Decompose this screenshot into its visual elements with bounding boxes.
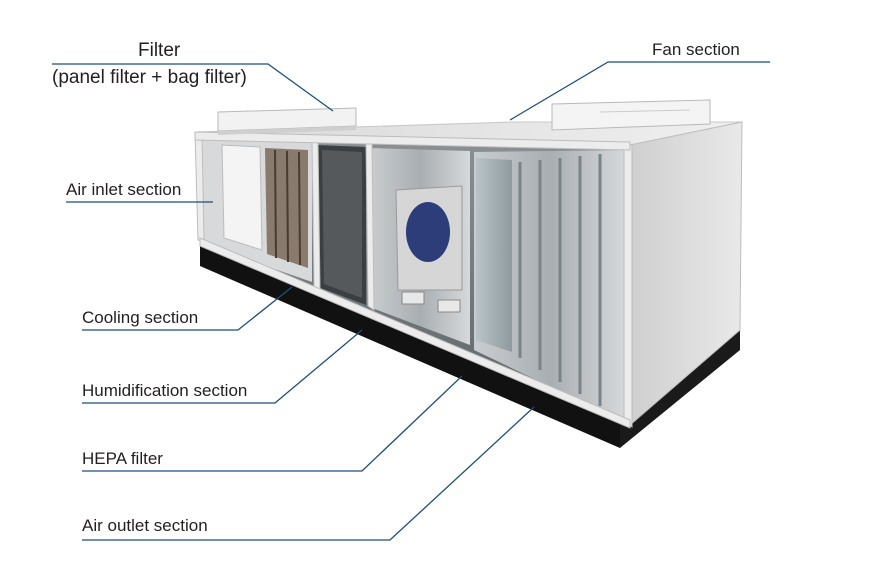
- fan-section-label: Fan section: [652, 40, 740, 60]
- air-outlet-section-label: Air outlet section: [82, 516, 208, 536]
- filter-sublabel: (panel filter + bag filter): [52, 67, 247, 89]
- hepa-filter-label: HEPA filter: [82, 449, 163, 469]
- air-inlet-section-label: Air inlet section: [66, 180, 181, 200]
- humidification-section-label: Humidification section: [82, 381, 247, 401]
- cooling-compartment: [316, 145, 366, 305]
- filter-label: Filter: [138, 40, 180, 62]
- cooling-section-label: Cooling section: [82, 308, 198, 328]
